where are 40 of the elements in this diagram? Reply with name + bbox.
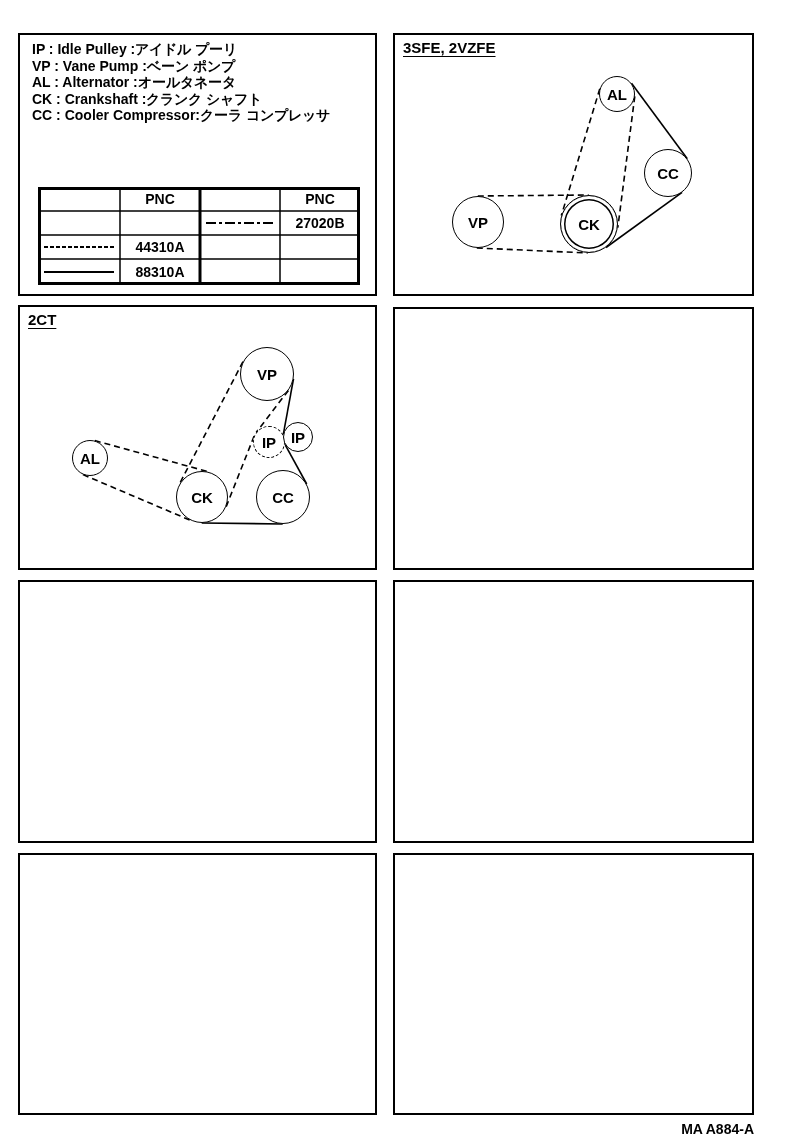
pulley: CK [176,471,228,523]
figure-code: MA A884-A [680,1121,754,1137]
pulley: CC [644,149,692,197]
abbreviation-text: AL : Alternator :オールタネータ [32,74,236,92]
pulley: VP [452,196,504,248]
abbreviation-text: IP : Idle Pulley :アイドル プーリ [32,41,238,59]
panel [393,33,754,296]
part-number: 44310A [134,238,186,257]
panel-title: 3SFE, 2VZFE [403,39,496,56]
panel [393,307,754,570]
belt-line [605,191,683,249]
part-number: 88310A [134,263,186,282]
pulley: IP [283,422,313,452]
pulley: CC [256,470,310,524]
belt-line [617,95,636,229]
belt-line [94,439,210,473]
panel [393,580,754,843]
double-pulley: CK [560,195,618,253]
abbreviation-text: CC : Cooler Compressor:クーラ コンプレッサ [32,107,330,125]
belt-line [477,194,590,197]
panel [18,580,377,843]
column-header: PNC [304,190,336,209]
pulley: AL [599,76,635,112]
belt-line [225,435,255,508]
panel [393,853,754,1115]
belt-line [476,247,589,254]
belt-line [200,522,284,525]
panel [18,305,377,570]
dashed-pulley: IP [253,426,285,458]
panel [18,853,377,1115]
belt-line [630,82,689,160]
panel-title: 2CT [28,311,57,328]
abbreviation-text: CK : Crankshaft :クランク シャフト [32,90,263,109]
pulley: VP [240,347,294,401]
panel [18,33,377,296]
belt-line [284,443,308,485]
part-number: 27020B [294,214,346,233]
abbreviation-text: VP : Vane Pump :ベーン ポンプ [32,57,235,76]
column-header: PNC [144,190,176,209]
pulley: AL [72,440,108,476]
